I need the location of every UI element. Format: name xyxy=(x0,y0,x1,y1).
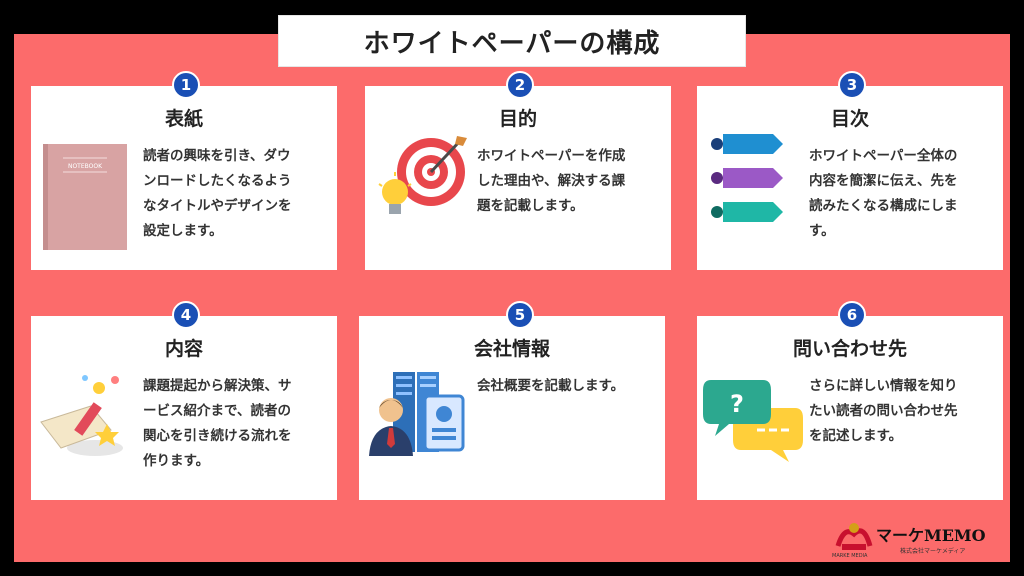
logo-company: 株式会社マーケメディア xyxy=(900,548,966,555)
logo-name: マーケMEMO xyxy=(876,526,986,545)
content-idea-icon xyxy=(35,366,135,466)
speech-bubbles-icon: ? xyxy=(703,378,803,464)
text-line: した理由や、解決する課 xyxy=(477,173,626,189)
text-line: ホワイトペーパーを作成 xyxy=(477,148,626,164)
card-title: 目次 xyxy=(830,108,869,130)
card-title: 表紙 xyxy=(164,108,203,130)
text-line: 作ります。 xyxy=(143,453,210,469)
card-purpose: 目的 ホワイトペーパーを作成 した理由や、解決する課 題を記載します。 xyxy=(365,86,671,270)
text-line: ホワイトペーパー全体の xyxy=(809,148,958,164)
card-description: 課題提起から解決策、サ ービス紹介まで、読者の 関心を引き続ける流れを 作ります… xyxy=(143,374,329,474)
text-line: 読みたくなる構成にしま xyxy=(809,198,958,214)
brand-logo: マーケMEMO 株式会社マーケメディア MARKE MEDIA xyxy=(832,520,1002,560)
text-line: ンロードしたくなるよう xyxy=(143,173,292,189)
text-line: ービス紹介まで、読者の xyxy=(143,403,291,419)
card-table-of-contents: 目次 ホワイトペーパー全体の 内容を簡潔に伝え、先を 読みたくなる構成にしま す… xyxy=(697,86,1003,270)
card-description: 会社概要を記載します。 xyxy=(477,374,663,399)
text-line: 課題提起から解決策、サ xyxy=(143,378,292,394)
card-title: 問い合わせ先 xyxy=(792,338,907,360)
page-title: ホワイトペーパーの構成 xyxy=(278,15,746,67)
text-line: す。 xyxy=(809,223,835,239)
step-badge-3: 3 xyxy=(838,71,866,99)
card-description: ホワイトペーパーを作成 した理由や、解決する課 題を記載します。 xyxy=(477,144,663,219)
step-badge-4: 4 xyxy=(172,301,200,329)
text-line: たい読者の問い合わせ先 xyxy=(809,403,958,419)
text-line: 内容を簡潔に伝え、先を xyxy=(809,173,958,189)
card-contact: 問い合わせ先 ? さらに詳しい情報を知り たい読者の問い合わせ先 を記述します。 xyxy=(697,316,1003,500)
company-profile-icon xyxy=(363,370,467,456)
step-badge-1: 1 xyxy=(172,71,200,99)
logo-small-text: MARKE MEDIA xyxy=(832,553,868,559)
step-badge-5: 5 xyxy=(506,301,534,329)
target-lightbulb-icon xyxy=(373,132,473,232)
card-description: ホワイトペーパー全体の 内容を簡潔に伝え、先を 読みたくなる構成にしま す。 xyxy=(809,144,995,244)
svg-text:?: ? xyxy=(730,390,744,418)
text-line: 題を記載します。 xyxy=(477,198,584,214)
card-description: 読者の興味を引き、ダウ ンロードしたくなるよう なタイトルやデザインを 設定しま… xyxy=(143,144,329,244)
text-line: なタイトルやデザインを xyxy=(143,198,292,214)
card-content: 内容 課題提起から解決策、サ ービス紹介まで、読者の 関心を引き続ける流れを 作… xyxy=(31,316,337,500)
step-badge-6: 6 xyxy=(838,301,866,329)
text-line: 関心を引き続ける流れを xyxy=(143,428,292,444)
text-line: 会社概要を記載します。 xyxy=(477,378,625,394)
text-line: 設定します。 xyxy=(143,223,223,239)
logo-mark-icon xyxy=(835,523,873,550)
card-title: 内容 xyxy=(164,338,203,360)
card-title: 目的 xyxy=(498,108,537,130)
card-description: さらに詳しい情報を知り たい読者の問い合わせ先 を記述します。 xyxy=(809,374,995,449)
card-title: 会社情報 xyxy=(473,338,550,360)
notebook-cover-label: NOTEBOOK xyxy=(68,163,103,170)
notebook-icon: NOTEBOOK xyxy=(43,144,127,250)
card-cover: 表紙 NOTEBOOK 読者の興味を引き、ダウ ンロードしたくなるよう なタイト… xyxy=(31,86,337,270)
card-company-info: 会社情報 会社概要を記載します。 xyxy=(359,316,665,500)
text-line: さらに詳しい情報を知り xyxy=(809,378,958,394)
arrow-list-icon xyxy=(709,132,799,228)
text-line: を記述します。 xyxy=(809,428,903,444)
step-badge-2: 2 xyxy=(506,71,534,99)
text-line: 読者の興味を引き、ダウ xyxy=(143,148,291,164)
